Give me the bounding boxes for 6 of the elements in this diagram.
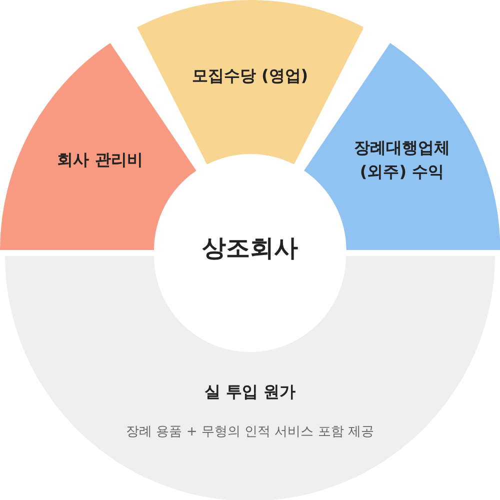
segment-label: 상조회사 [201,233,299,264]
segment-description: 장례 용품 + 무형의 인적 서비스 포함 제공 [125,423,375,442]
segment-label: 회사 관리비 [56,148,144,171]
segment-label: 실 투입 원가 [203,381,297,403]
segment-label: 모집수당 (영업) [190,65,310,87]
segment-label: 장례대행업체 (외주) 수익 [352,136,451,183]
